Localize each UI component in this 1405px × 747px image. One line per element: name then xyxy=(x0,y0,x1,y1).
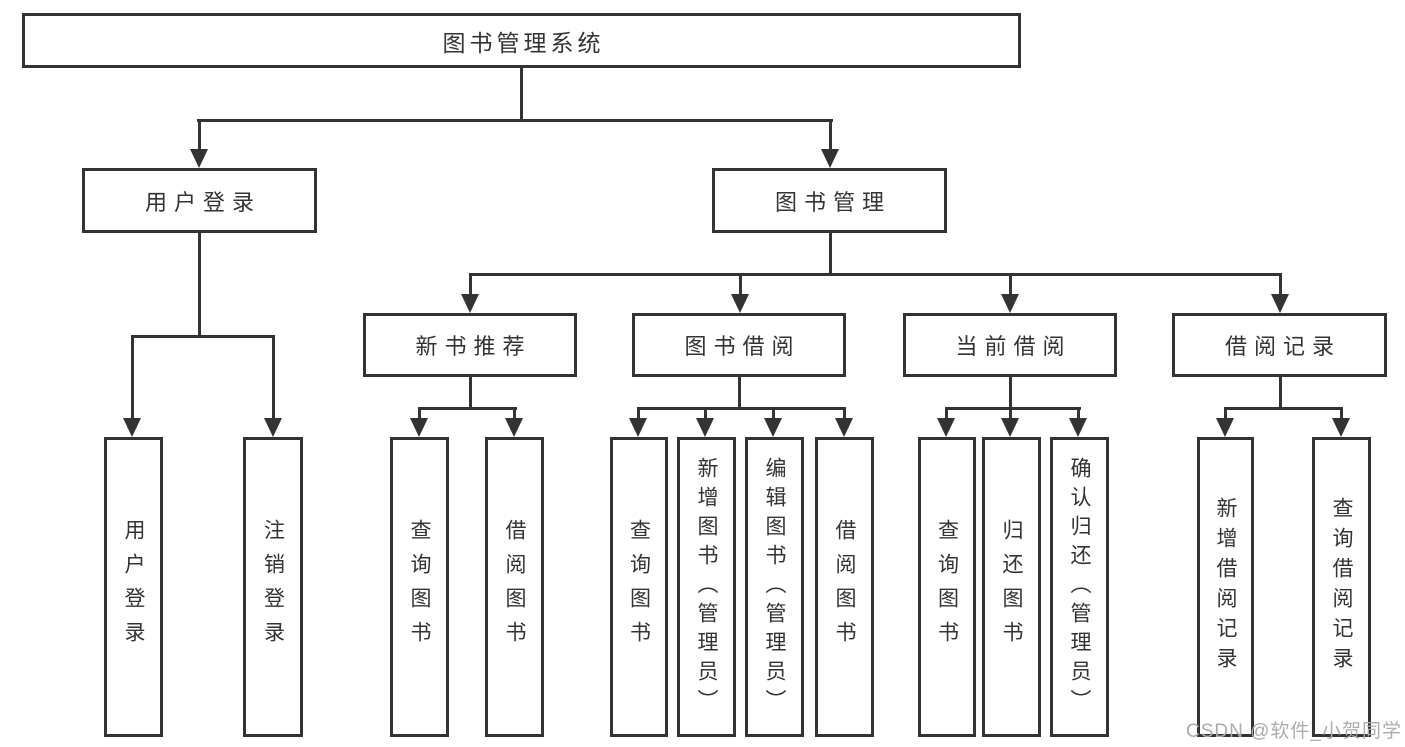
leaf-recommend-query-books: 查询图书 xyxy=(390,437,449,737)
connector-line xyxy=(945,407,1081,410)
node-root: 图书管理系统 xyxy=(22,13,1021,68)
arrow-down-icon xyxy=(629,418,647,437)
connector-line xyxy=(829,119,832,152)
node-user-login-label: 用户登录 xyxy=(144,189,261,215)
connector-line xyxy=(1224,407,1343,410)
leaf-current-return-books: 归还图书 xyxy=(982,437,1041,737)
arrow-down-icon xyxy=(410,418,428,437)
node-root-label: 图书管理系统 xyxy=(442,29,605,56)
connector-line xyxy=(1009,377,1012,410)
arrow-down-icon xyxy=(505,418,523,437)
arrow-down-icon xyxy=(264,418,282,437)
node-user-login: 用户登录 xyxy=(82,168,317,233)
node-current-borrow-label: 当前借阅 xyxy=(955,334,1072,359)
connector-line xyxy=(469,273,1282,276)
connector-line xyxy=(418,407,421,421)
leaf-user-login: 用户登录 xyxy=(104,437,163,737)
arrow-down-icon xyxy=(1001,294,1019,313)
connector-line xyxy=(197,119,833,122)
node-current-borrow: 当前借阅 xyxy=(903,313,1117,377)
arrow-down-icon xyxy=(835,418,853,437)
node-book-borrow: 图书借阅 xyxy=(632,313,846,377)
connector-line xyxy=(637,407,846,410)
connector-line xyxy=(945,407,948,421)
arrow-down-icon xyxy=(1271,294,1289,313)
leaf-records-add-record: 新增借阅记录 xyxy=(1197,437,1254,737)
arrow-down-icon xyxy=(731,294,749,313)
leaf-current-return-books-label: 归还图书 xyxy=(1000,519,1023,655)
leaf-borrow-query-books-label: 查询图书 xyxy=(627,519,651,655)
connector-line xyxy=(704,407,707,421)
leaf-records-add-record-label: 新增借阅记录 xyxy=(1214,497,1237,677)
arrow-down-icon xyxy=(696,418,714,437)
connector-line xyxy=(131,335,134,420)
leaf-records-query-record: 查询借阅记录 xyxy=(1312,437,1371,737)
connector-line xyxy=(520,68,523,122)
connector-line xyxy=(1279,377,1282,410)
arrow-down-icon xyxy=(1001,418,1019,437)
connector-line xyxy=(738,377,741,410)
connector-line xyxy=(131,335,275,338)
arrow-down-icon xyxy=(937,418,955,437)
connector-line xyxy=(198,119,201,152)
connector-line xyxy=(1224,407,1227,421)
leaf-logout: 注销登录 xyxy=(243,437,303,737)
leaf-current-confirm-return-admin: 确认归还（管理员） xyxy=(1050,437,1109,737)
connector-line xyxy=(1279,273,1282,296)
arrow-down-icon xyxy=(461,294,479,313)
connector-line xyxy=(1009,407,1012,421)
leaf-borrow-edit-book-admin-label: 编辑图书（管理员） xyxy=(763,456,786,718)
connector-line xyxy=(418,407,517,410)
arrow-down-icon xyxy=(1332,418,1350,437)
leaf-records-query-record-label: 查询借阅记录 xyxy=(1330,497,1353,677)
connector-line xyxy=(843,407,846,421)
node-new-book-recommend-label: 新书推荐 xyxy=(415,334,532,359)
node-borrow-records: 借阅记录 xyxy=(1172,313,1387,377)
leaf-recommend-query-books-label: 查询图书 xyxy=(408,519,431,655)
arrow-down-icon xyxy=(190,149,208,168)
node-new-book-recommend: 新书推荐 xyxy=(363,313,577,377)
connector-line xyxy=(1009,273,1012,296)
leaf-recommend-borrow-books: 借阅图书 xyxy=(485,437,544,737)
connector-line xyxy=(637,407,640,421)
connector-line xyxy=(829,233,832,276)
leaf-user-login-label: 用户登录 xyxy=(122,519,145,655)
leaf-borrow-add-book-admin-label: 新增图书（管理员） xyxy=(695,456,718,718)
leaf-recommend-borrow-books-label: 借阅图书 xyxy=(503,519,526,655)
connector-line xyxy=(469,377,472,410)
leaf-borrow-edit-book-admin: 编辑图书（管理员） xyxy=(745,437,804,737)
node-book-management: 图书管理 xyxy=(712,168,947,233)
leaf-borrow-borrow-books: 借阅图书 xyxy=(815,437,874,737)
connector-line xyxy=(1077,407,1080,421)
arrow-down-icon xyxy=(764,418,782,437)
node-book-management-label: 图书管理 xyxy=(774,189,891,215)
arrow-down-icon xyxy=(821,149,839,168)
leaf-current-query-books-label: 查询图书 xyxy=(935,519,959,655)
leaf-current-query-books: 查询图书 xyxy=(918,437,976,737)
leaf-current-confirm-return-admin-label: 确认归还（管理员） xyxy=(1068,456,1091,718)
connector-line xyxy=(772,407,775,421)
leaf-borrow-add-book-admin: 新增图书（管理员） xyxy=(677,437,736,737)
connector-line xyxy=(469,273,472,296)
connector-line xyxy=(739,273,742,296)
leaf-logout-label: 注销登录 xyxy=(261,519,285,655)
connector-line xyxy=(272,335,275,420)
csdn-watermark: CSDN @软件_小贺同学 xyxy=(1186,721,1402,742)
connector-line xyxy=(198,233,201,338)
leaf-borrow-borrow-books-label: 借阅图书 xyxy=(833,519,856,655)
arrow-down-icon xyxy=(123,418,141,437)
arrow-down-icon xyxy=(1069,418,1087,437)
arrow-down-icon xyxy=(1216,418,1234,437)
node-borrow-records-label: 借阅记录 xyxy=(1224,334,1341,359)
connector-line xyxy=(513,407,516,421)
connector-line xyxy=(1340,407,1343,421)
leaf-borrow-query-books: 查询图书 xyxy=(610,437,668,737)
node-book-borrow-label: 图书借阅 xyxy=(684,334,801,359)
